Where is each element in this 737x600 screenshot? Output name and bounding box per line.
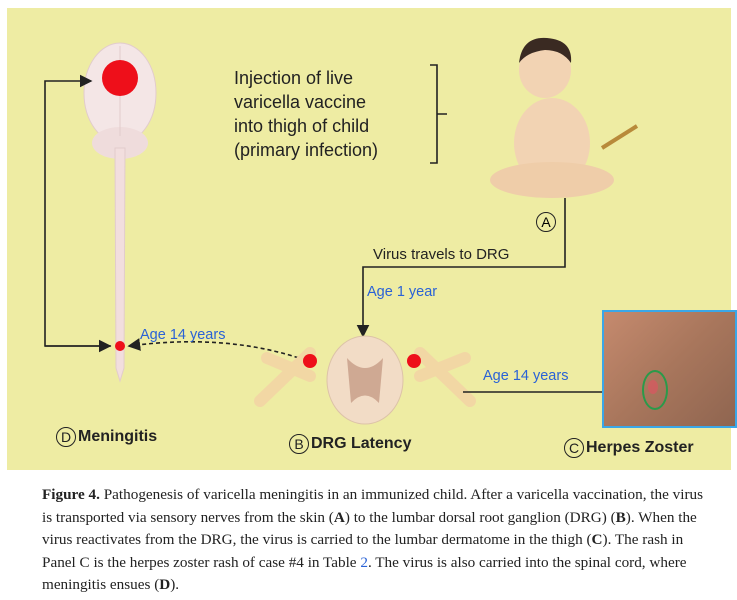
caption-title: Figure 4. — [42, 486, 100, 503]
age-14-right-label: Age 14 years — [483, 368, 569, 384]
caption-ref: C — [591, 531, 603, 548]
brain-infection-dot — [102, 60, 138, 96]
spinal-cord — [114, 147, 126, 383]
injection-line: Injection of live — [234, 68, 354, 88]
caption-ref: B — [615, 508, 626, 526]
panel-b-letter: B — [289, 434, 309, 454]
drg-cross-section-icon — [254, 335, 476, 425]
panel-c-text: Herpes Zoster — [586, 439, 694, 456]
virus-travels-label: Virus travels to DRG — [373, 246, 510, 263]
panel-c-letter: C — [564, 438, 584, 458]
table-link[interactable]: 2 — [360, 553, 368, 571]
injection-line: into thigh of child — [234, 116, 370, 136]
age-14-left-label: Age 14 years — [140, 327, 226, 343]
drg-dot-left — [303, 354, 317, 368]
panel-d-text: Meningitis — [78, 428, 158, 445]
injection-line: (primary infection) — [234, 140, 379, 160]
syringe-icon — [600, 124, 639, 150]
bracket — [430, 64, 447, 164]
rash-circle — [642, 370, 668, 410]
cord-infection-dot — [115, 341, 125, 351]
diagram-graphics — [44, 37, 647, 425]
panel-d-letter: D — [56, 427, 76, 447]
caption-text: . The virus is also carried into the spi… — [42, 553, 687, 594]
dashed-arrow — [127, 338, 306, 361]
baby-icon — [490, 37, 614, 198]
caption-text: ). The rash in Panel C is the herpes zos… — [42, 531, 684, 571]
figure-panel: Injection of live varicella vaccine into… — [7, 8, 737, 470]
figure-caption: Figure 4. Pathogenesis of varicella meni… — [42, 484, 712, 597]
panel-b-text: DRG Latency — [311, 435, 412, 452]
drg-dot-right — [407, 354, 421, 368]
caption-ref: D — [159, 576, 171, 593]
caption-ref: A — [333, 508, 345, 526]
caption-text: ). — [170, 576, 180, 593]
herpes-zoster-photo — [602, 310, 737, 428]
injection-text: Injection of live varicella vaccine into… — [234, 66, 378, 162]
injection-line: varicella vaccine — [234, 92, 367, 112]
caption-text: ). When the virus reactivates from the D… — [42, 508, 697, 549]
marker-a: A — [536, 212, 556, 232]
caption-text: Pathogenesis of varicella meningitis in … — [42, 486, 704, 526]
travel-arrow — [356, 198, 566, 338]
caption-text: ) to the lumbar dorsal root ganglion (DR… — [344, 508, 616, 526]
age-1-label: Age 1 year — [367, 284, 438, 300]
